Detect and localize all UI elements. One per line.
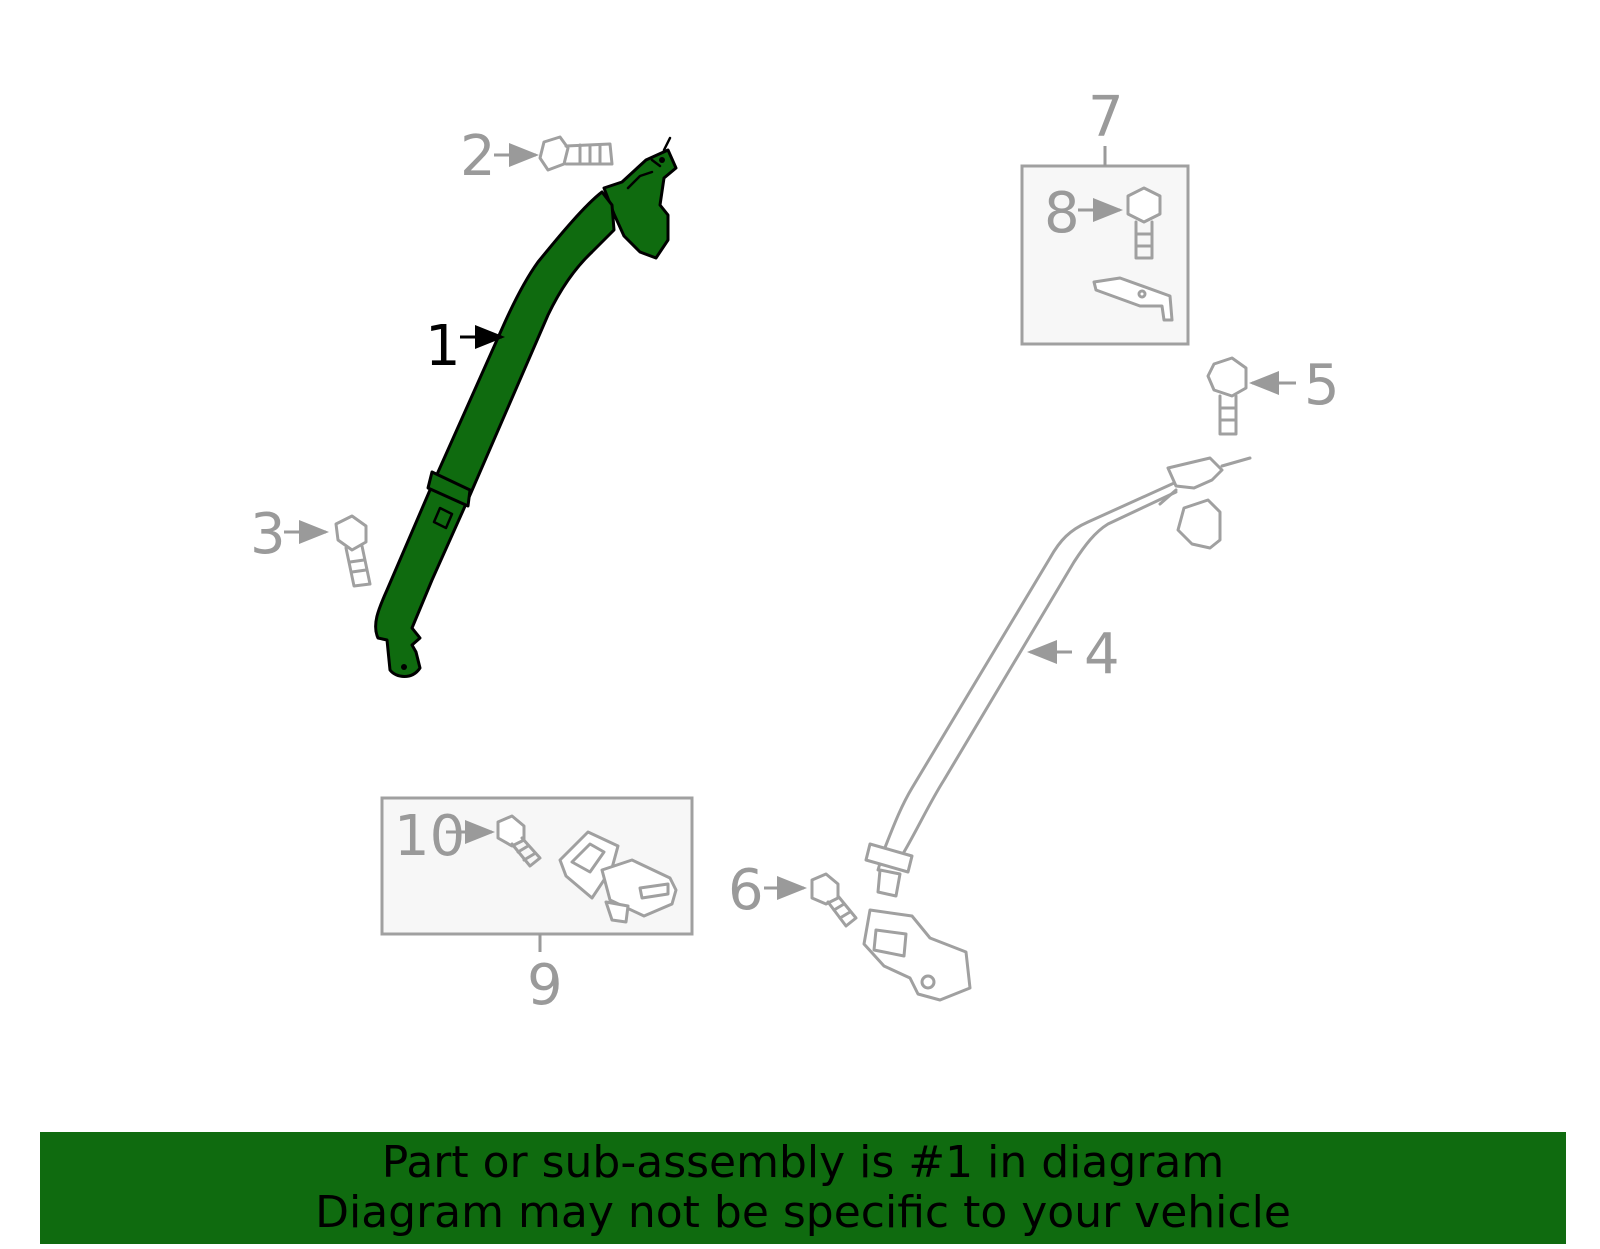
part-1-seat-belt[interactable] <box>374 136 678 678</box>
callout-8[interactable]: 8 <box>1044 181 1080 246</box>
part-4-seat-belt[interactable] <box>862 456 1252 1002</box>
callout-2[interactable]: 2 <box>460 124 496 189</box>
part-5-bolt[interactable] <box>1206 356 1248 436</box>
callout-3[interactable]: 3 <box>250 502 286 567</box>
part-2-bolt[interactable] <box>538 135 614 172</box>
info-banner: Part or sub-assembly is #1 in diagram Di… <box>40 1132 1566 1244</box>
callout-1[interactable]: 1 <box>425 314 461 379</box>
banner-line-1: Part or sub-assembly is #1 in diagram <box>381 1137 1225 1188</box>
part-6-bolt[interactable] <box>810 872 858 928</box>
callout-6[interactable]: 6 <box>728 858 764 923</box>
part-10-bolt[interactable] <box>496 814 542 868</box>
callout-4[interactable]: 4 <box>1084 622 1120 687</box>
callout-5[interactable]: 5 <box>1304 353 1340 418</box>
part-3-bolt[interactable] <box>334 514 372 588</box>
callout-9[interactable]: 9 <box>527 953 563 1018</box>
buckle-assembly <box>558 830 678 924</box>
banner-line-2: Diagram may not be specific to your vehi… <box>315 1187 1291 1238</box>
callout-10[interactable]: 10 <box>394 804 465 869</box>
callout-7[interactable]: 7 <box>1088 85 1124 150</box>
part-8-bolt[interactable] <box>1092 186 1174 322</box>
